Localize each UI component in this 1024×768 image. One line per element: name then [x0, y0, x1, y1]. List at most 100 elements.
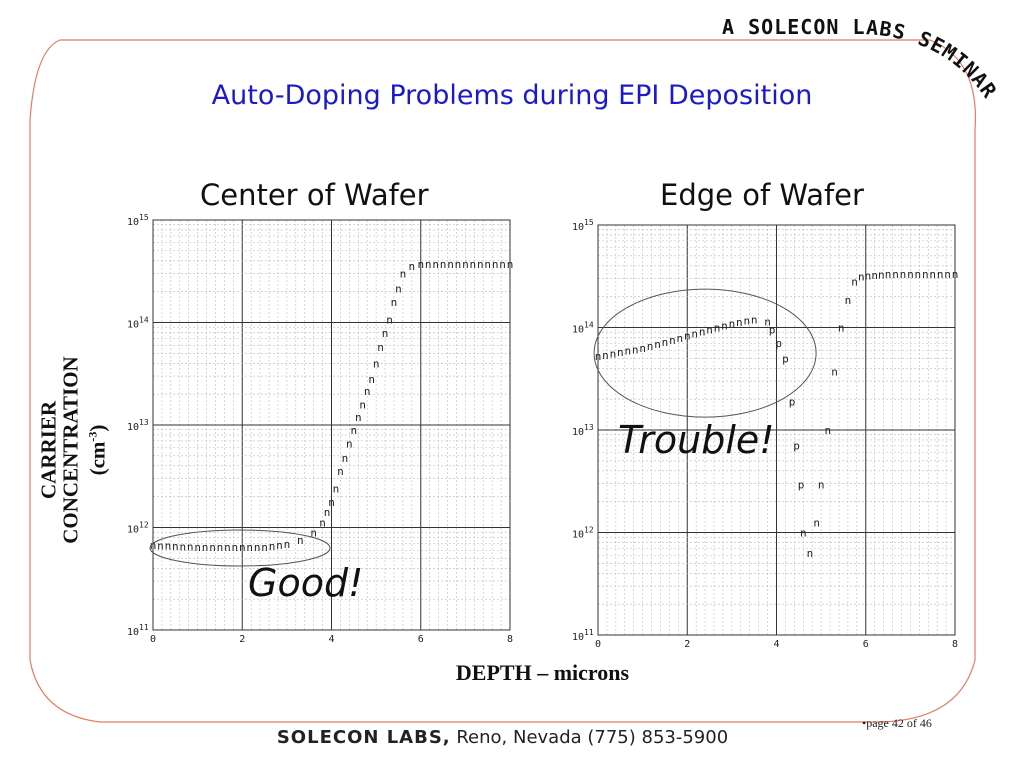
data-point-n: n	[346, 437, 353, 450]
highlight-ellipse	[149, 529, 331, 567]
data-point-n: n	[691, 328, 698, 341]
chart-title-center: Center of Wafer	[200, 178, 429, 212]
x-tick-label: 0	[595, 639, 601, 650]
y-tick-label: 1015	[572, 218, 594, 233]
data-point-n: n	[400, 267, 407, 280]
data-point-n: n	[351, 424, 358, 437]
data-point-n: n	[254, 541, 261, 554]
y-tick-label: 1011	[127, 623, 149, 638]
data-point-n: n	[386, 313, 393, 326]
data-point-n: n	[610, 347, 617, 360]
data-point-n: n	[764, 315, 771, 328]
data-point-n: n	[721, 319, 728, 332]
plot-area-border	[152, 219, 511, 631]
y-tick-label: 1014	[572, 321, 594, 336]
data-point-n: n	[871, 269, 878, 282]
data-point-n: n	[929, 268, 936, 281]
slide-title: Auto-Doping Problems during EPI Depositi…	[211, 80, 813, 111]
data-point-n: n	[669, 334, 676, 347]
data-point-n: n	[261, 541, 268, 554]
data-point-n: n	[807, 547, 814, 560]
data-point-n: n	[368, 373, 375, 386]
data-point-n: n	[359, 399, 366, 412]
data-point-n: n	[455, 258, 462, 271]
data-point-n: n	[944, 268, 951, 281]
seminar-banner: A SOLECON LABS SEMINAR	[722, 15, 1001, 103]
data-point-n: n	[462, 258, 469, 271]
data-point-n: n	[224, 541, 231, 554]
data-point-n: n	[324, 506, 331, 519]
data-point-n: n	[800, 527, 807, 540]
data-point-n: n	[639, 342, 646, 355]
callout-trouble: Trouble!	[618, 418, 775, 462]
data-point-n: n	[624, 345, 631, 358]
data-point-n: n	[310, 527, 317, 540]
y-axis-label-line3: (cm-3)	[85, 424, 110, 476]
data-point-n: n	[172, 540, 179, 553]
y-tick-label: 1014	[127, 316, 149, 331]
chart-grid	[597, 225, 956, 636]
data-point-n: n	[632, 343, 639, 356]
frame-outline	[29, 39, 977, 723]
data-point-n: n	[595, 350, 602, 363]
data-point-p: p	[798, 478, 805, 491]
data-point-n: n	[677, 332, 684, 345]
data-point-p: p	[793, 439, 800, 452]
data-point-n: n	[187, 541, 194, 554]
data-point-n: n	[484, 258, 491, 271]
data-point-n: n	[845, 294, 852, 307]
data-point-n: n	[239, 541, 246, 554]
data-point-n: n	[232, 541, 239, 554]
chart-grid	[152, 220, 511, 631]
data-point-n: n	[617, 346, 624, 359]
callout-good: Good!	[248, 561, 364, 605]
y-tick-label: 1015	[127, 213, 149, 228]
chart-title-edge: Edge of Wafer	[660, 178, 864, 212]
data-point-n: n	[907, 268, 914, 281]
data-point-n: n	[736, 316, 743, 329]
data-point-n: n	[333, 483, 340, 496]
x-tick-label: 2	[684, 639, 690, 650]
data-point-n: n	[432, 258, 439, 271]
page-number: •page 42 of 46	[862, 716, 932, 730]
y-axis-label-line1: CARRIER	[36, 401, 61, 500]
x-tick-label: 0	[150, 634, 156, 645]
data-point-n: n	[179, 540, 186, 553]
data-point-n: n	[276, 539, 283, 552]
x-tick-label: 6	[863, 639, 869, 650]
data-point-n: n	[342, 452, 349, 465]
data-point-n: n	[364, 385, 371, 398]
data-point-n: n	[818, 478, 825, 491]
data-point-n: n	[328, 496, 335, 509]
data-point-n: n	[425, 258, 432, 271]
data-point-n: n	[654, 338, 661, 351]
data-point-n: n	[878, 269, 885, 282]
data-point-n: n	[284, 538, 291, 551]
data-point-n: n	[831, 366, 838, 379]
data-point-p: p	[769, 324, 776, 337]
data-point-n: n	[499, 258, 506, 271]
data-point-n: n	[729, 317, 736, 330]
data-point-n: n	[699, 326, 706, 339]
data-point-n: n	[373, 358, 380, 371]
data-point-n: n	[202, 541, 209, 554]
data-point-n: n	[751, 313, 758, 326]
data-point-n: n	[150, 539, 157, 552]
data-point-n: n	[507, 258, 514, 271]
data-point-n: n	[269, 540, 276, 553]
data-point-n: n	[838, 322, 845, 335]
data-point-n: n	[440, 258, 447, 271]
x-axis-label: DEPTH – microns	[455, 660, 630, 685]
data-point-n: n	[377, 341, 384, 354]
data-point-n: n	[477, 258, 484, 271]
data-point-n: n	[825, 424, 832, 437]
data-point-n: n	[885, 268, 892, 281]
data-point-n: n	[706, 324, 713, 337]
data-point-n: n	[662, 336, 669, 349]
footer: SOLECON LABS, Reno, Nevada (775) 853-590…	[0, 727, 1005, 748]
data-point-n: n	[851, 275, 858, 288]
data-point-n: n	[355, 411, 362, 424]
data-point-n: n	[395, 283, 402, 296]
